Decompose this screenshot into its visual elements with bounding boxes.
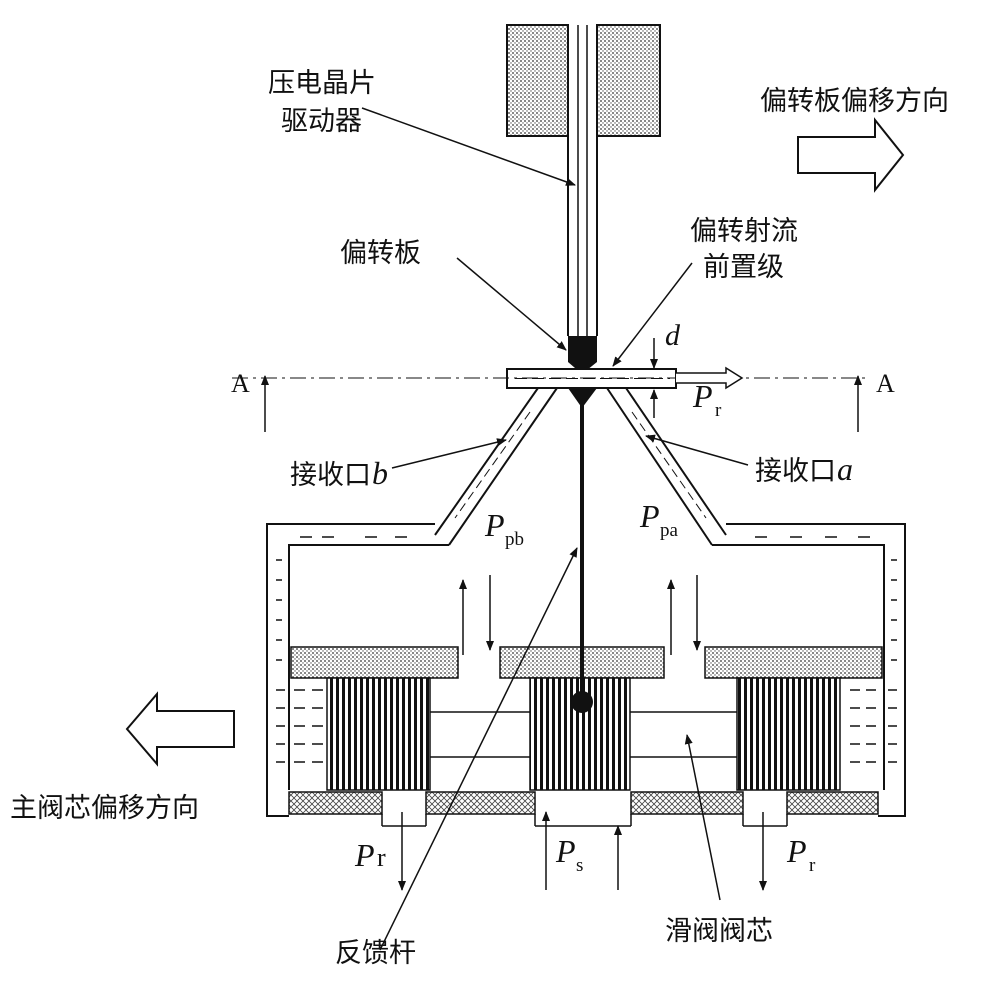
section-a-right-label: A (876, 369, 895, 398)
upper-sleeve (290, 646, 883, 679)
fluid-dashes (276, 536, 897, 763)
svg-text:P: P (354, 837, 375, 873)
svg-text:pb: pb (505, 529, 524, 550)
deflector-label: 偏转板 (340, 238, 421, 269)
svg-text:P: P (555, 833, 576, 869)
receiver-channel-a (606, 387, 727, 546)
leader-lines (361, 107, 749, 951)
receiver-a-label: 接收口 a (755, 451, 853, 487)
port-arrows (398, 811, 767, 891)
return-pressure-right-label: P r (786, 833, 816, 876)
arrow-left-hollow-icon (125, 691, 235, 767)
deflector-tip (568, 388, 597, 408)
feedback-rod-label: 反馈杆 (335, 938, 416, 969)
pressure-pa-label: P pa (639, 498, 679, 541)
piezo-driver-label-line2: 驱动器 (281, 106, 362, 137)
svg-text:r: r (809, 855, 816, 876)
return-pressure-top-label: P r (692, 378, 722, 421)
deflector-plate (568, 336, 597, 374)
svg-text:P: P (639, 498, 660, 534)
prestage-label-line1: 偏转射流 (690, 216, 798, 247)
svg-text:a: a (837, 451, 853, 487)
lower-sleeve (288, 791, 879, 827)
svg-text:P: P (692, 378, 713, 414)
spool-shift-direction-label: 主阀芯偏移方向 (10, 793, 199, 824)
spool-lands (326, 677, 841, 791)
prestage-label-line2: 前置级 (703, 252, 784, 283)
svg-text:r: r (377, 843, 386, 872)
svg-text:接收口: 接收口 (755, 456, 836, 487)
piezo-driver-label-line1: 压电晶片 (268, 68, 376, 99)
chamber-arrows (459, 575, 701, 655)
svg-text:P: P (786, 833, 807, 869)
svg-text:接收口: 接收口 (290, 460, 371, 491)
feedback-rod (571, 405, 593, 713)
supply-pressure-label: P s (555, 833, 583, 876)
receiver-b-label: 接收口 b (290, 455, 388, 491)
gap-d-label: d (665, 319, 681, 352)
piezo-driver (506, 24, 661, 137)
return-flow-arrow (676, 366, 744, 390)
svg-text:s: s (576, 855, 583, 876)
spool-stems (430, 711, 737, 758)
svg-text:b: b (372, 455, 388, 491)
svg-text:pa: pa (660, 520, 679, 541)
spool-label: 滑阀阀芯 (665, 916, 773, 947)
return-pressure-left-label: P r (354, 837, 386, 873)
svg-text:r: r (715, 400, 722, 421)
deflector-shift-direction-label: 偏转板偏移方向 (760, 86, 949, 117)
valve-body (266, 523, 906, 817)
receiver-channel-b (434, 387, 558, 546)
section-a-left-label: A (231, 369, 250, 398)
driver-shaft (567, 25, 598, 336)
svg-text:P: P (484, 507, 505, 543)
arrow-right-hollow-icon (797, 117, 905, 193)
pressure-pb-label: P pb (484, 507, 524, 550)
